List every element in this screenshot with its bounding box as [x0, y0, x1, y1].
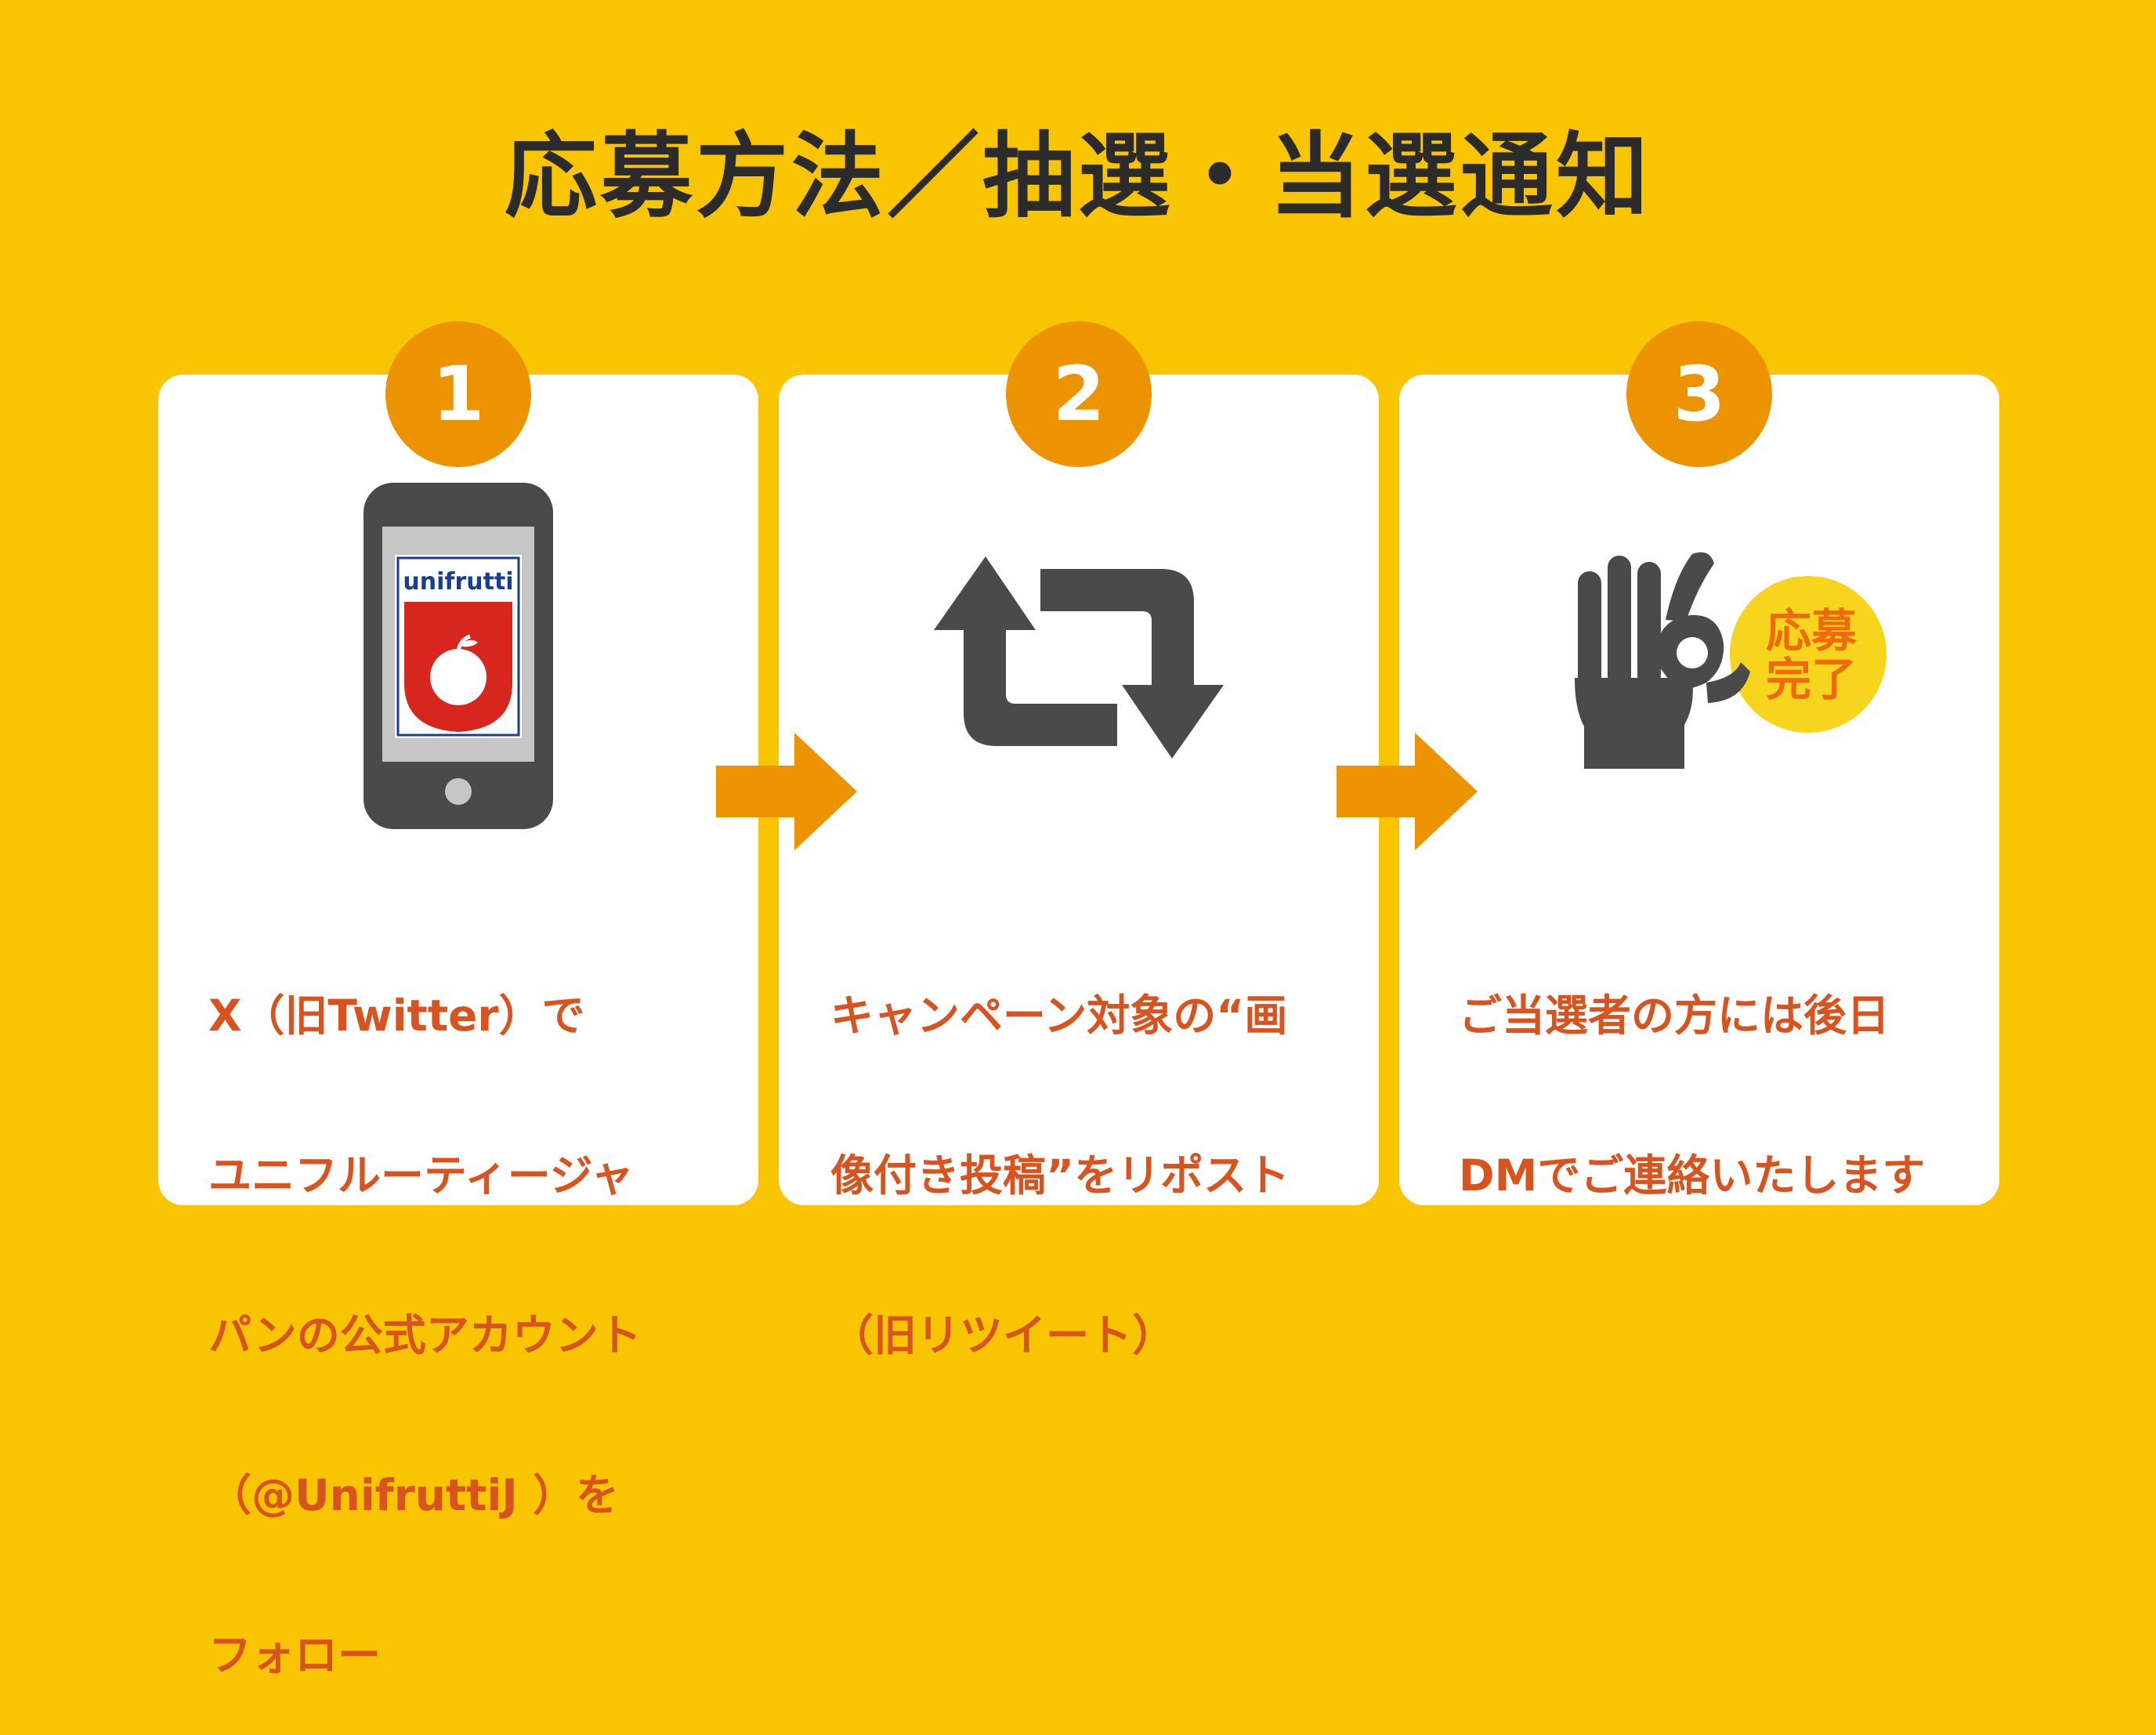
- step-3-line: ご当選者の方には後日: [1459, 991, 1890, 1041]
- step-2-line: 像付き投稿”をリポスト: [830, 1150, 1290, 1201]
- step-1-line: X（旧Twitter）で: [208, 991, 585, 1041]
- step-3-description: ご当選者の方には後日 DMでご連絡いたします: [1459, 882, 1925, 1255]
- unifrutti-logo-icon: unifrutti: [395, 555, 522, 738]
- step-2-line: （旧リツイート）: [830, 1310, 1176, 1360]
- repost-icon: [934, 556, 1224, 759]
- stamp-line-2: 完了: [1766, 653, 1857, 706]
- stamp-circle: [1730, 576, 1886, 733]
- step-2-line: キャンペーン対象の“画: [830, 991, 1288, 1041]
- step-1-line: （@UnifruttiJ ）を: [208, 1470, 619, 1520]
- smartphone-icon: unifrutti: [364, 483, 553, 829]
- logo-wordmark: unifrutti: [403, 568, 513, 596]
- step-card-2: [779, 375, 1379, 1205]
- step-1-line: ユニフルーティージャ: [208, 1150, 634, 1201]
- next-step-arrow-icon: [1337, 733, 1478, 850]
- page-title: 応募方法／抽選・当選通知: [504, 122, 1651, 230]
- step-3-line: DMでご連絡いたします: [1459, 1150, 1926, 1201]
- step-1-line: パンの公式アカウント: [208, 1310, 642, 1360]
- step-number-badge-1: 1: [385, 321, 531, 467]
- step-1-line: フォロー: [208, 1630, 382, 1680]
- step-number-badge-3: 3: [1626, 321, 1772, 467]
- next-step-arrow-icon: [716, 733, 857, 850]
- step-2-description: キャンペーン対象の“画 像付き投稿”をリポスト （旧リツイート）: [830, 882, 1290, 1415]
- step-1-description: X（旧Twitter）で ユニフルーティージャ パンの公式アカウント （@Uni…: [208, 882, 642, 1735]
- stamp-line-1: 応募: [1766, 604, 1858, 657]
- ok-hand-icon: 応募 完了: [1575, 552, 1886, 769]
- step-card-3: [1399, 375, 1999, 1205]
- step-number-badge-2: 2: [1006, 321, 1152, 467]
